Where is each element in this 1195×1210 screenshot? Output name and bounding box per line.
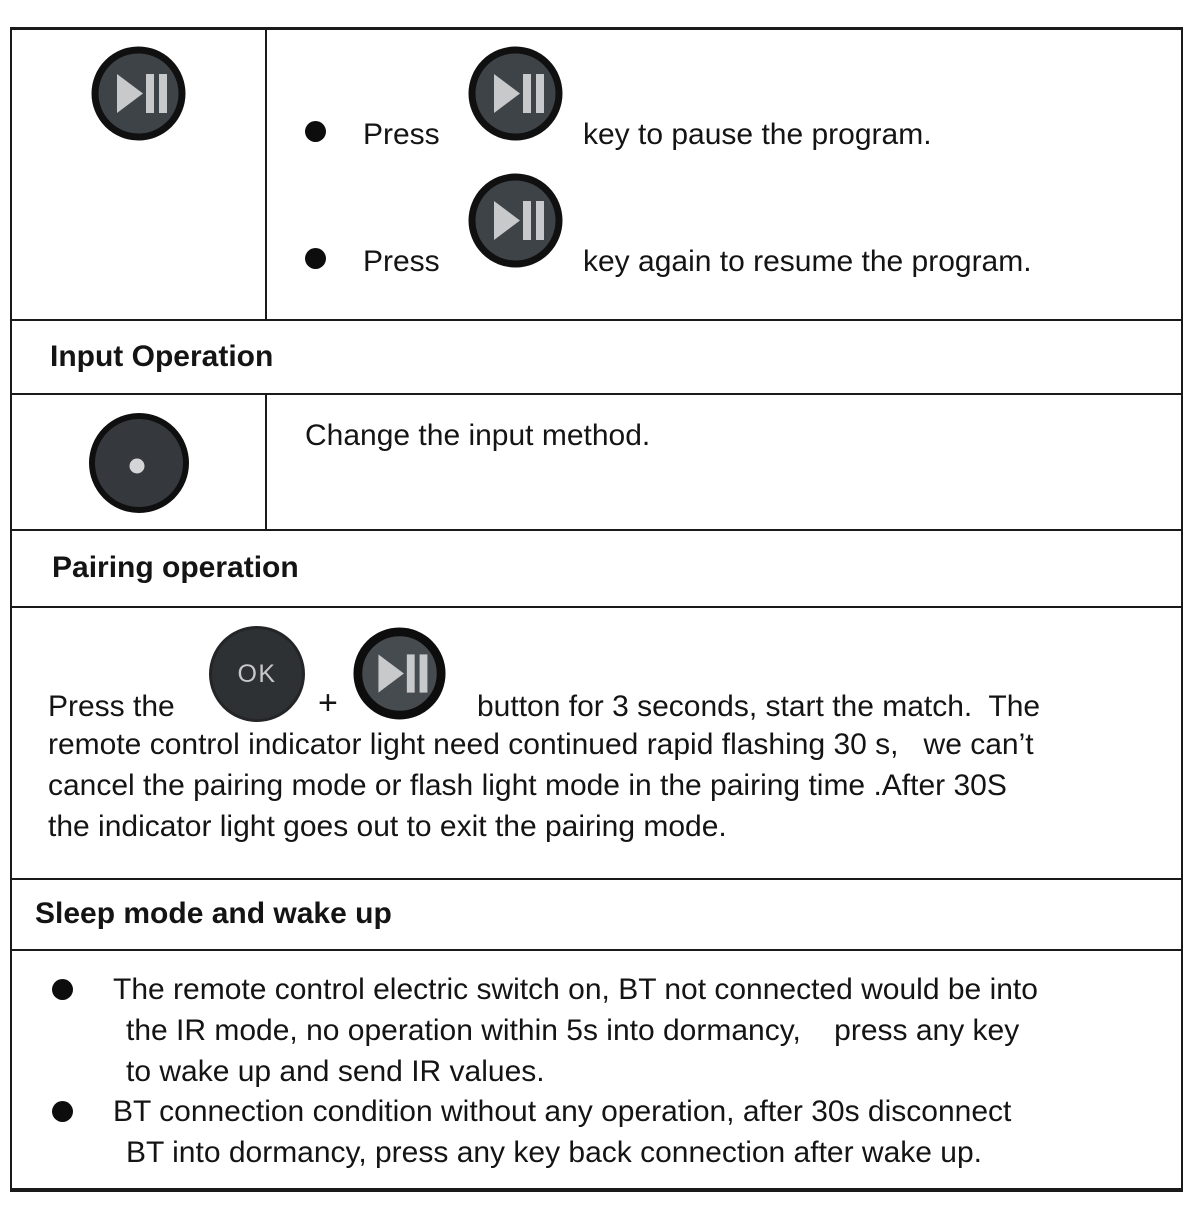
play-pause-key-icon [353,627,446,720]
bullet-text-prefix: Press [363,118,440,151]
play-pause-row: Press key to pause the program. Press ke… [12,30,1181,321]
input-desc-cell: Change the input method. [267,395,1181,529]
pairing-line: remote control indicator light need cont… [48,728,1034,761]
sleep-line: The remote control electric switch on, B… [113,973,1038,1006]
play-pause-desc-cell: Press key to pause the program. Press ke… [267,30,1181,319]
sleep-bullet-text: BT connection condition without any oper… [113,1091,1011,1173]
bullet-text-prefix: Press [363,245,440,278]
bullet-icon [305,248,326,269]
sleep-line: BT connection condition without any oper… [113,1095,1012,1128]
bullet-text-suffix: key to pause the program. [583,118,932,151]
section-header: Pairing operation [52,551,299,584]
pairing-intro-text: Press the [48,690,175,723]
input-operation-header-row: Input Operation [12,321,1181,395]
play-pause-key-icon [91,46,186,141]
pairing-line1-text: button for 3 seconds, start the match. T… [477,690,1041,723]
bullet-icon [305,121,326,142]
input-key-cell [12,395,267,529]
sleep-content-row: The remote control electric switch on, B… [12,951,1181,1188]
pairing-instructions-row: Press the OK + button for 3 seconds, sta… [12,608,1181,880]
input-description: Change the input method. [305,419,651,452]
input-key-dot [129,458,145,474]
play-pause-key-icon [468,173,563,268]
ok-button-icon: OK [209,626,305,722]
sleep-line: the IR mode, no operation within 5s into… [126,1014,1020,1047]
operation-table: Press key to pause the program. Press ke… [10,27,1183,1192]
pairing-paragraph: remote control indicator light need cont… [48,724,1034,847]
sleep-header-row: Sleep mode and wake up [12,880,1181,951]
pairing-header-row: Pairing operation [12,531,1181,608]
section-header: Sleep mode and wake up [35,897,392,930]
pairing-line: the indicator light goes out to exit the… [48,810,727,843]
ok-button-label: OK [237,659,277,688]
bullet-text-suffix: key again to resume the program. [583,245,1032,278]
section-header: Input Operation [50,340,274,373]
play-pause-key-icon [468,46,563,141]
bullet-icon [52,979,73,1000]
pairing-line: cancel the pairing mode or flash light m… [48,769,1007,802]
input-key-row: Change the input method. [12,395,1181,531]
play-pause-key-cell [12,30,267,319]
sleep-line: BT into dormancy, press any key back con… [126,1136,982,1169]
sleep-bullet-text: The remote control electric switch on, B… [113,969,1038,1092]
plus-sign: + [318,684,338,722]
sleep-line: to wake up and send IR values. [126,1055,545,1088]
bullet-icon [52,1101,73,1122]
input-key-icon [88,413,189,513]
